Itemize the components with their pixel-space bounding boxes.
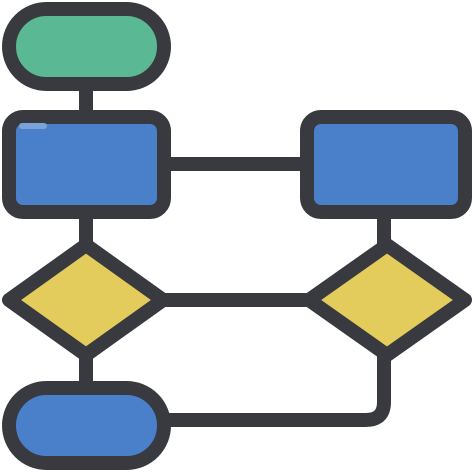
decision-right-shape bbox=[302, 238, 472, 362]
process-left bbox=[2, 110, 171, 219]
decision-left bbox=[2, 238, 170, 362]
process-right bbox=[300, 110, 472, 219]
process-right-shape bbox=[300, 110, 472, 219]
end-terminator-shape bbox=[2, 381, 171, 470]
start-terminator bbox=[2, 2, 171, 91]
start-terminator-shape bbox=[2, 2, 171, 91]
decision-right bbox=[302, 238, 472, 362]
end-terminator bbox=[2, 381, 171, 470]
process-left-shape bbox=[2, 110, 171, 219]
decision-left-shape bbox=[2, 238, 170, 362]
connector-decision-right-to-end bbox=[155, 345, 391, 427]
